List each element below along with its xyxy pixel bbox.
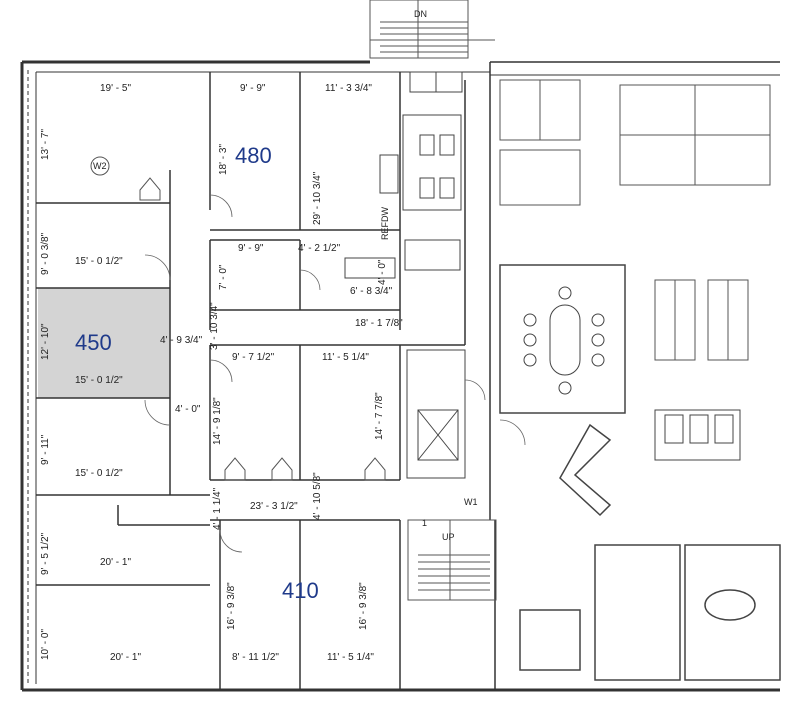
svg-text:14' - 9 1/8": 14' - 9 1/8": [212, 397, 223, 445]
svg-text:20' - 1": 20' - 1": [110, 652, 141, 663]
room-480: 480: [235, 143, 272, 168]
svg-text:13' - 7": 13' - 7": [40, 129, 51, 160]
svg-text:15' - 0 1/2": 15' - 0 1/2": [75, 256, 123, 267]
svg-text:9' - 9": 9' - 9": [238, 243, 264, 254]
svg-text:4' - 0": 4' - 0": [377, 259, 388, 285]
svg-text:11' - 5 1/4": 11' - 5 1/4": [322, 352, 369, 363]
bottom-stair: [407, 519, 497, 601]
workstations: [499, 79, 771, 361]
svg-text:8' - 11 1/2": 8' - 11 1/2": [232, 652, 279, 663]
svg-text:16' - 9 3/8": 16' - 9 3/8": [358, 582, 369, 630]
copy-room: [654, 409, 741, 461]
w2-label: W2: [93, 161, 107, 171]
svg-text:10' - 0": 10' - 0": [40, 629, 51, 660]
svg-text:4' - 0": 4' - 0": [175, 404, 201, 415]
svg-text:29' - 10 3/4": 29' - 10 3/4": [312, 171, 323, 225]
room-450: 450: [75, 330, 112, 355]
svg-text:4' - 2 1/2": 4' - 2 1/2": [298, 243, 341, 254]
doors: [144, 194, 526, 553]
svg-text:3' - 10 3/4": 3' - 10 3/4": [209, 302, 220, 350]
dimensions: 19' - 5" 9' - 9" 11' - 3 3/4" 13' - 7" 1…: [40, 83, 403, 663]
svg-text:14' - 7 7/8": 14' - 7 7/8": [374, 392, 385, 440]
svg-text:4' - 10 5/8": 4' - 10 5/8": [312, 472, 323, 520]
svg-text:20' - 1": 20' - 1": [100, 557, 131, 568]
stair-number: 1: [422, 518, 427, 528]
svg-text:15' - 0 1/2": 15' - 0 1/2": [75, 375, 123, 386]
svg-text:18' - 3": 18' - 3": [218, 144, 229, 175]
svg-text:23' - 3 1/2": 23' - 3 1/2": [250, 501, 298, 512]
elevator: [406, 349, 466, 479]
refdw-label: REFDW: [380, 207, 390, 240]
suite-450-highlight: [38, 288, 170, 398]
svg-text:19' - 5": 19' - 5": [100, 83, 131, 94]
svg-text:11' - 5 1/4": 11' - 5 1/4": [327, 652, 374, 663]
fixtures: [90, 156, 386, 481]
svg-text:9' - 7 1/2": 9' - 7 1/2": [232, 352, 275, 363]
stair-dn-label: DN: [414, 9, 427, 19]
offices-lower-right: [519, 544, 781, 681]
reception-desk: [559, 423, 612, 517]
restroom-block: [344, 71, 463, 279]
svg-text:4' - 1 1/4": 4' - 1 1/4": [212, 487, 223, 530]
svg-text:9' - 5 1/2": 9' - 5 1/2": [40, 532, 51, 575]
top-stair: [369, 0, 495, 59]
svg-text:11' - 3 3/4": 11' - 3 3/4": [325, 83, 372, 94]
svg-text:18' - 1 7/8": 18' - 1 7/8": [355, 318, 403, 329]
svg-text:6' - 8 3/4": 6' - 8 3/4": [350, 286, 393, 297]
room-410: 410: [282, 578, 319, 603]
svg-text:7' - 0": 7' - 0": [218, 264, 229, 290]
svg-text:15' - 0 1/2": 15' - 0 1/2": [75, 468, 123, 479]
w1-label: W1: [464, 497, 478, 507]
svg-text:12' - 10": 12' - 10": [40, 323, 51, 360]
exterior-walls: [20, 60, 780, 692]
svg-text:9' - 9": 9' - 9": [240, 83, 266, 94]
conference-room: [499, 264, 626, 414]
svg-text:16' - 9 3/8": 16' - 9 3/8": [226, 582, 237, 630]
svg-text:9' - 0 3/8": 9' - 0 3/8": [40, 232, 51, 275]
svg-text:9' - 11": 9' - 11": [40, 434, 51, 465]
svg-text:4' - 9 3/4": 4' - 9 3/4": [160, 335, 203, 346]
stair-up-label: UP: [442, 532, 455, 542]
